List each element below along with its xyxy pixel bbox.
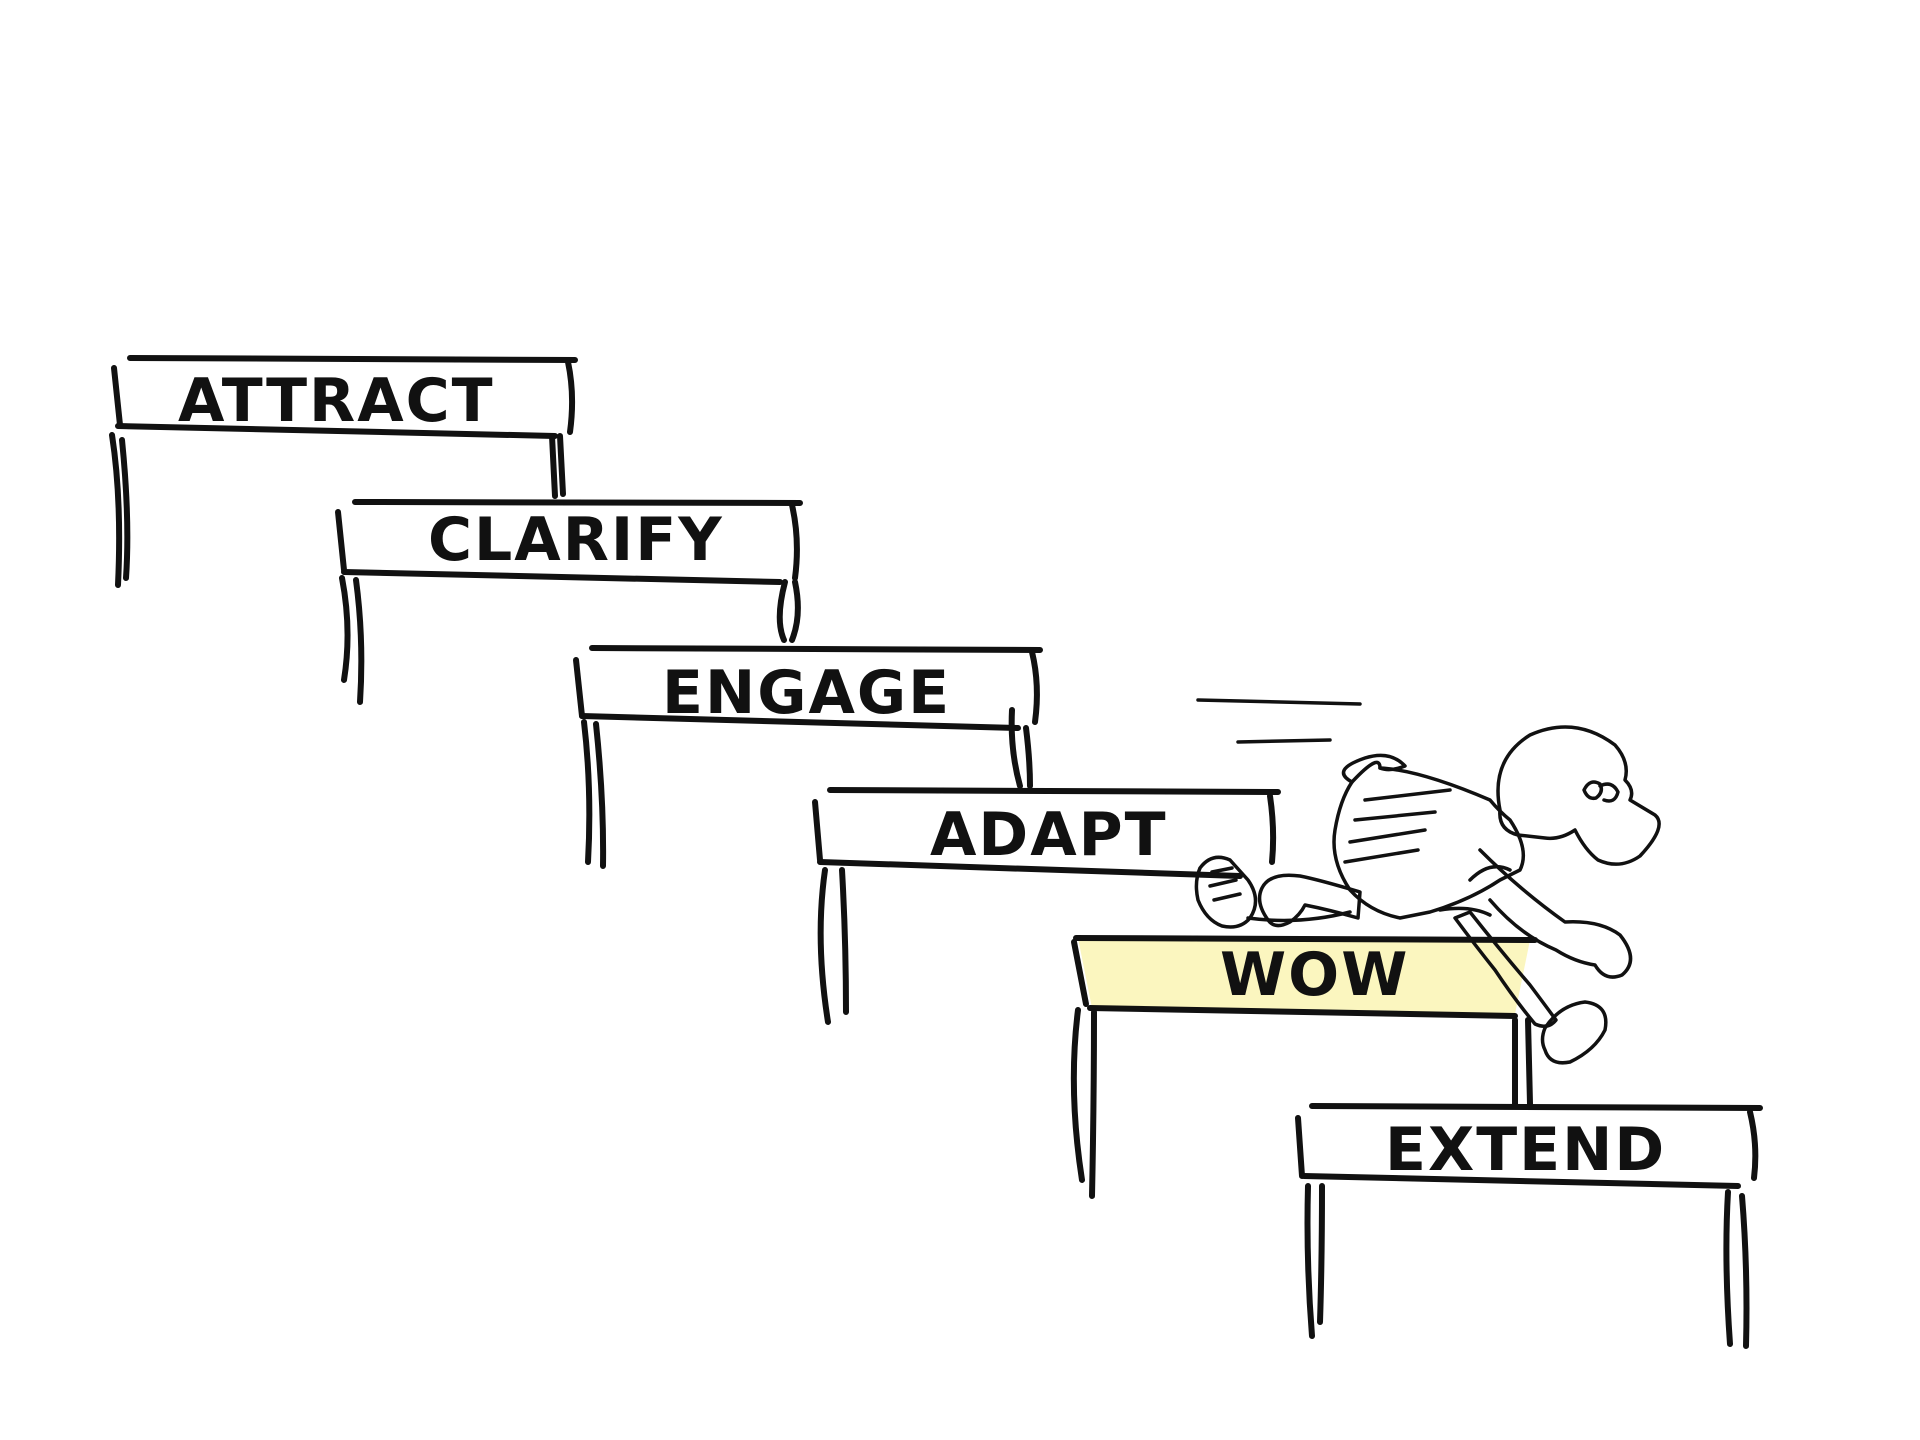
figure-shoe-trailing	[1194, 855, 1258, 929]
figure-eyes	[1582, 780, 1604, 801]
hurdle-label-extend: EXTEND	[1385, 1115, 1666, 1185]
hurdle-wow: WOW	[1070, 935, 1538, 1199]
hurdle-label-engage: ENGAGE	[662, 658, 951, 728]
hurdle-adapt: ADAPT	[812, 787, 1281, 1025]
hurdle-label-clarify: CLARIFY	[428, 505, 724, 575]
hurdle-wow-highlight	[1078, 938, 1530, 1014]
hurdle-engage: ENGAGE	[573, 645, 1043, 869]
figure-head	[1496, 725, 1661, 866]
figure-shoe-lead	[1540, 1000, 1608, 1065]
hurdle-extend: EXTEND	[1295, 1103, 1763, 1349]
hurdle-attract: ATTRACT	[109, 355, 578, 588]
hurdle-label-adapt: ADAPT	[930, 800, 1168, 870]
hurdle-clarify: CLARIFY	[335, 499, 803, 705]
figure-torso	[1332, 760, 1526, 920]
figure-arm-back	[1341, 753, 1407, 784]
jumping-figure	[1194, 725, 1661, 1065]
speed-lines	[1196, 698, 1362, 744]
figure-arm-front	[1478, 848, 1633, 979]
hurdle-label-attract: ATTRACT	[178, 366, 495, 436]
hurdle-label-wow: WOW	[1220, 940, 1409, 1010]
